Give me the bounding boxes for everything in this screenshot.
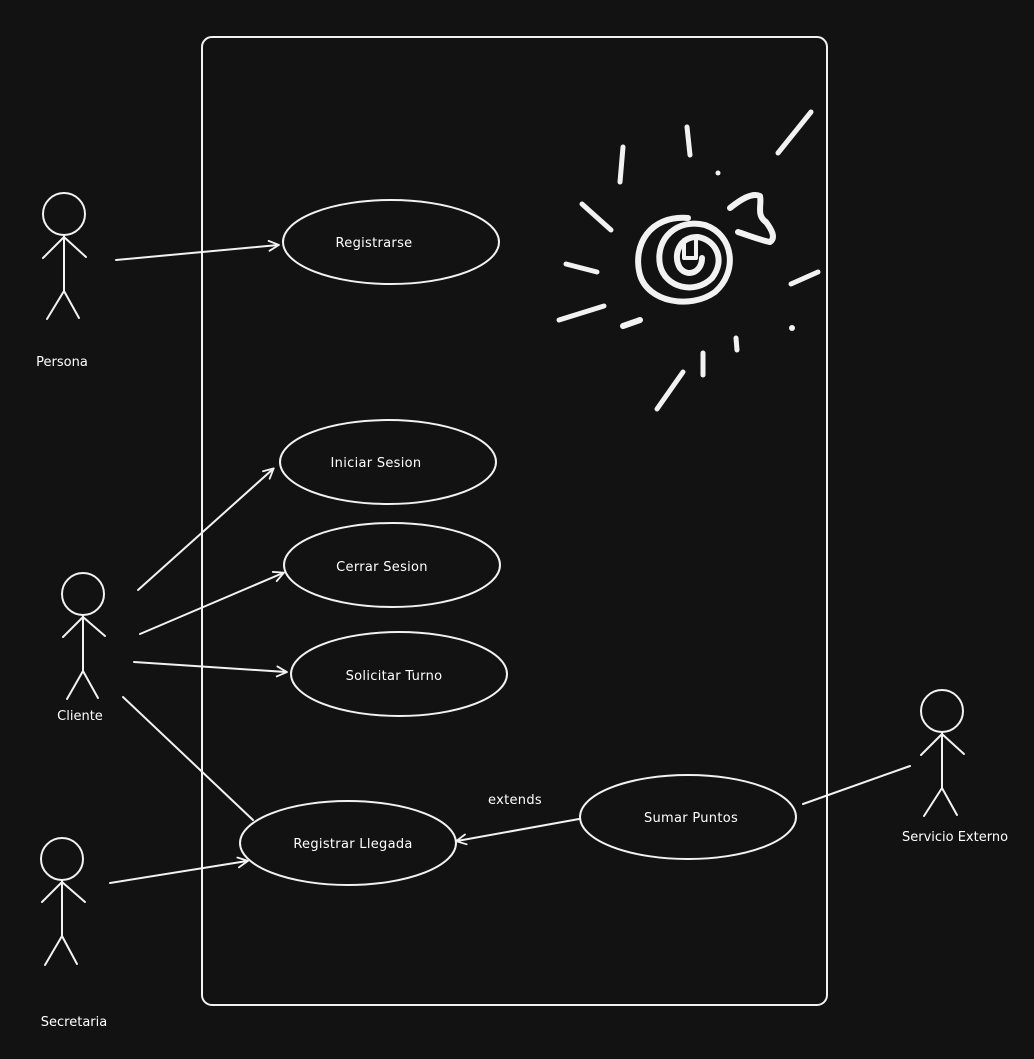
system-boundary — [201, 36, 828, 1006]
use-case-label-sumar-puntos: Sumar Puntos — [644, 811, 738, 826]
actor-servicio-externo — [920, 689, 965, 817]
extends-label: extends — [488, 793, 542, 808]
use-case-label-iniciar-sesion: Iniciar Sesion — [331, 456, 422, 471]
use-case-registrar-llegada: Registrar Llegada — [239, 800, 457, 886]
use-case-label-registrarse: Registrarse — [336, 236, 413, 251]
edge-sumar-puntos-extends-registrar-llegada — [455, 818, 580, 846]
actor-cliente — [61, 572, 106, 700]
edge-cliente-registrar-llegada — [122, 696, 254, 821]
actor-label-secretaria: Secretaria — [41, 1015, 107, 1030]
edge-cliente-iniciar-sesion — [137, 467, 275, 591]
edge-secretaria-registrar-llegada — [109, 856, 249, 884]
use-case-label-registrar-llegada: Registrar Llegada — [293, 837, 412, 852]
edge-persona-registrarse — [115, 239, 280, 261]
use-case-registrarse: Registrarse — [282, 199, 500, 285]
edge-servicio-externo-sumar-puntos — [802, 765, 911, 805]
sun-doodle-icon — [556, 109, 821, 412]
use-case-label-solicitar-turno: Solicitar Turno — [346, 669, 443, 684]
use-case-solicitar-turno: Solicitar Turno — [290, 631, 508, 717]
actor-persona — [42, 192, 87, 320]
actor-label-persona: Persona — [36, 355, 88, 370]
actor-secretaria — [40, 837, 86, 966]
associations — [109, 239, 911, 884]
use-case-sumar-puntos: Sumar Puntos — [579, 774, 797, 860]
use-case-cerrar-sesion: Cerrar Sesion — [283, 522, 501, 608]
actor-label-cliente: Cliente — [57, 709, 103, 724]
actor-label-servicio-externo: Servicio Externo — [902, 830, 1008, 845]
use-case-label-cerrar-sesion: Cerrar Sesion — [336, 560, 428, 575]
edge-cliente-solicitar-turno — [133, 661, 288, 678]
use-case-iniciar-sesion: Iniciar Sesion — [279, 419, 497, 505]
edge-cliente-cerrar-sesion — [139, 571, 285, 635]
